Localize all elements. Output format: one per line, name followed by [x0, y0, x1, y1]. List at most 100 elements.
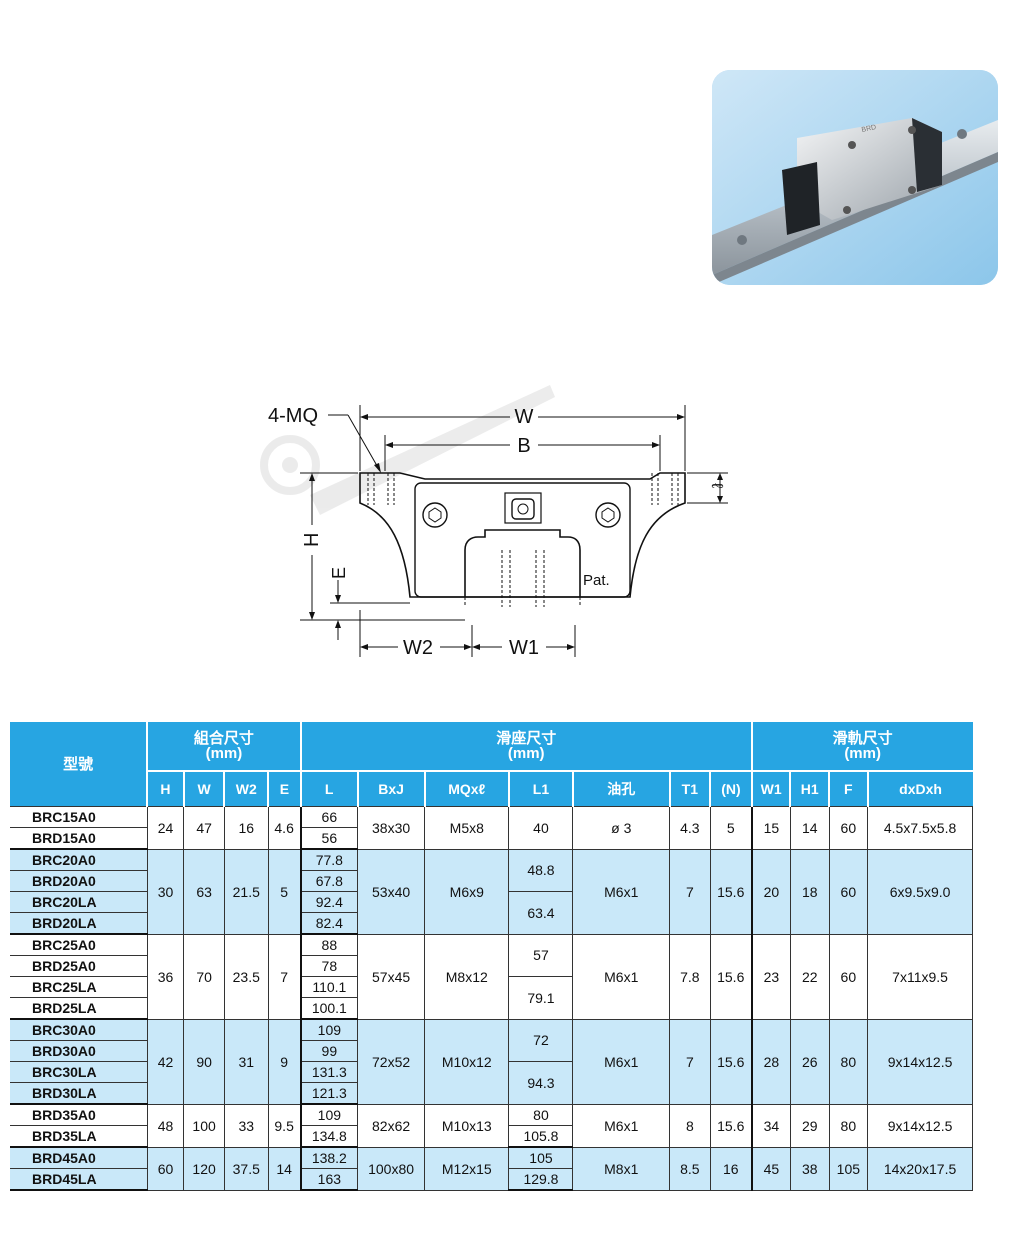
- header-assembly: 組合尺寸(mm): [146, 720, 301, 771]
- cell-e: 4.6: [267, 806, 302, 850]
- cell-l: 100.1: [299, 997, 359, 1020]
- cell-l: 163: [299, 1168, 359, 1191]
- cell-e: 9: [267, 1018, 302, 1105]
- cell-l: 109: [299, 1103, 359, 1126]
- model-cell: BRD30A0: [10, 1040, 148, 1062]
- model-cell: BRC25LA: [10, 976, 148, 998]
- table-row: BRC25LA 110.1 79.1: [10, 976, 973, 1020]
- col-dxd: dxDxh: [866, 770, 973, 807]
- dim-w-label: W: [515, 406, 534, 428]
- cell-h: 36: [146, 933, 185, 1020]
- table-row: BRD20LA 82.4: [10, 912, 973, 935]
- dim-e-label: E: [329, 567, 349, 579]
- cell-f: 80: [828, 1018, 869, 1105]
- cell-e: 5: [267, 848, 302, 935]
- dim-h-label: H: [301, 533, 323, 547]
- cell-l1: 105: [508, 1146, 574, 1169]
- table-row: BRD30A0 99: [10, 1040, 973, 1062]
- cell-l: 66: [299, 806, 359, 828]
- cell-oil: ø 3: [572, 806, 671, 850]
- cell-t1: 8: [669, 1103, 711, 1148]
- cell-t1: 8.5: [669, 1146, 711, 1191]
- model-cell: BRD25A0: [10, 955, 148, 977]
- cell-dxd: 9x14x12.5: [867, 1103, 973, 1148]
- col-h1: H1: [789, 770, 830, 807]
- cell-n: 16: [709, 1146, 753, 1191]
- dim-b-label: B: [517, 435, 530, 457]
- dim-4mq-label: 4-MQ: [268, 405, 318, 427]
- model-cell: BRC15A0: [10, 806, 148, 828]
- cell-l: 110.1: [299, 976, 359, 998]
- cell-dxd: 7x11x9.5: [867, 933, 973, 1020]
- cell-f: 80: [828, 1103, 869, 1148]
- cell-w: 70: [183, 933, 225, 1020]
- col-oil: 油孔: [571, 770, 670, 807]
- table-row: BRC30LA 131.3 94.3: [10, 1061, 973, 1105]
- cell-l1: 94.3: [508, 1061, 574, 1105]
- cell-l: 138.2: [299, 1146, 359, 1169]
- cell-l1: 48.8: [508, 848, 574, 892]
- cell-f: 105: [828, 1146, 869, 1191]
- cell-dxd: 6x9.5x9.0: [867, 848, 973, 935]
- cell-n: 15.6: [709, 1018, 753, 1105]
- cell-e: 9.5: [267, 1103, 302, 1148]
- table-row: BRD30LA 121.3: [10, 1082, 973, 1105]
- cell-n: 15.6: [709, 1103, 753, 1148]
- cell-bxj: 57x45: [357, 933, 426, 1020]
- cell-w2: 16: [223, 806, 269, 850]
- cell-l1: 63.4: [508, 891, 574, 935]
- model-cell: BRD15A0: [10, 827, 148, 850]
- cell-l1: 80: [508, 1103, 574, 1126]
- cell-h: 30: [146, 848, 185, 935]
- cell-t1: 7: [669, 848, 711, 935]
- cell-l: 78: [299, 955, 359, 977]
- cell-w1: 23: [750, 933, 791, 1020]
- cell-dxd: 4.5x7.5x5.8: [867, 806, 973, 850]
- cell-t1: 7: [669, 1018, 711, 1105]
- table-row: BRD45A0 60 120 37.5 14 138.2 100x80 M12x…: [10, 1146, 973, 1191]
- model-cell: BRC20A0: [10, 848, 148, 871]
- linear-guide-block-illustration: BRD: [712, 70, 998, 285]
- cell-f: 60: [828, 848, 869, 935]
- cell-n: 5: [709, 806, 753, 850]
- block-brand-mark: BRD: [861, 124, 877, 134]
- col-bxj: BxJ: [356, 770, 425, 807]
- model-cell: BRD30LA: [10, 1082, 148, 1105]
- cell-l: 88: [299, 933, 359, 956]
- table-row: BRD35A0 48 100 33 9.5 109 82x62 M10x13 8…: [10, 1103, 973, 1148]
- cell-oil: M6x1: [572, 933, 671, 1020]
- header-block: 滑座尺寸(mm): [299, 720, 752, 771]
- cell-l: 82.4: [299, 912, 359, 935]
- cell-l: 92.4: [299, 891, 359, 913]
- cell-mq: M8x12: [424, 933, 510, 1020]
- cell-w: 90: [183, 1018, 225, 1105]
- cell-h1: 14: [789, 806, 830, 850]
- cell-h1: 29: [789, 1103, 830, 1148]
- cell-l1: 105.8: [508, 1125, 574, 1148]
- cell-w1: 28: [750, 1018, 791, 1105]
- cell-l1: 57: [508, 933, 574, 977]
- cell-bxj: 38x30: [357, 806, 426, 850]
- model-cell: BRC30LA: [10, 1061, 148, 1083]
- cell-oil: M6x1: [572, 848, 671, 935]
- model-cell: BRC25A0: [10, 933, 148, 956]
- table-row: BRD25A0 78: [10, 955, 973, 977]
- cell-f: 60: [828, 933, 869, 1020]
- cell-dxd: 14x20x17.5: [867, 1146, 973, 1191]
- model-cell: BRD35A0: [10, 1103, 148, 1126]
- cell-l: 131.3: [299, 1061, 359, 1083]
- cell-w2: 31: [223, 1018, 269, 1105]
- cell-w1: 15: [750, 806, 791, 850]
- cell-l: 67.8: [299, 870, 359, 892]
- cell-bxj: 100x80: [357, 1146, 426, 1191]
- cell-bxj: 82x62: [357, 1103, 426, 1148]
- cell-w2: 23.5: [223, 933, 269, 1020]
- cell-n: 15.6: [709, 848, 753, 935]
- dim-w1-label: W1: [509, 637, 539, 659]
- model-cell: BRD25LA: [10, 997, 148, 1020]
- table-row: BRD25LA 100.1: [10, 997, 973, 1020]
- cell-bxj: 53x40: [357, 848, 426, 935]
- cell-w1: 34: [750, 1103, 791, 1148]
- patent-label: Pat.: [583, 572, 610, 589]
- cell-h: 60: [146, 1146, 185, 1191]
